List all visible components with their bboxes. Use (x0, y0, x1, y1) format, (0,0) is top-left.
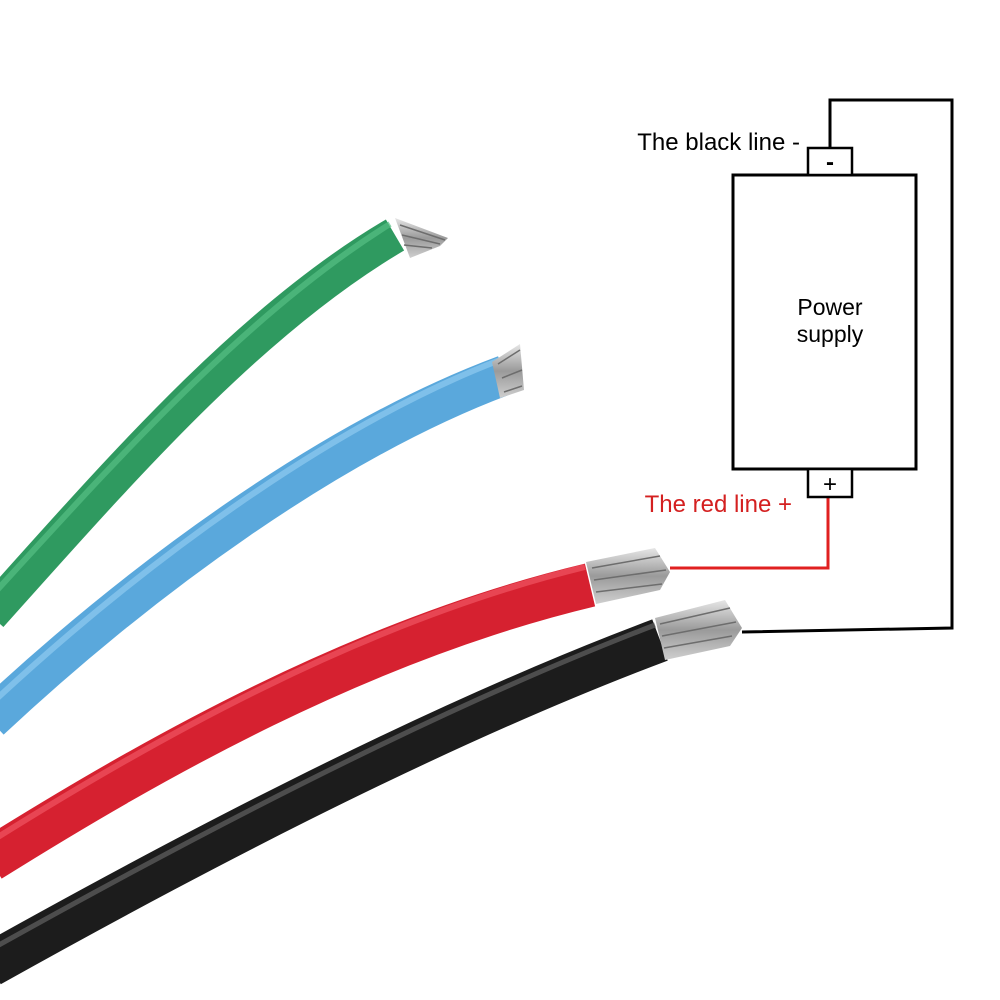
red-connection-line (670, 497, 830, 570)
negative-terminal (806, 146, 854, 177)
red-line-label: The red line + (645, 491, 792, 518)
positive-terminal-symbol: + (823, 471, 837, 498)
red-wire (0, 548, 670, 879)
black-wire (0, 600, 742, 985)
green-wire-strands (395, 218, 448, 258)
power-supply-box (731, 173, 918, 471)
black-connection-line (741, 98, 954, 634)
blue-wire (0, 344, 524, 735)
positive-terminal (806, 467, 854, 499)
red-wire-strands (586, 548, 670, 604)
power-supply-label-line1: Power (797, 294, 863, 320)
blue-wire-strands (492, 344, 524, 398)
power-supply-label-line2: supply (797, 321, 864, 347)
green-wire (0, 218, 448, 628)
negative-terminal-symbol: - (826, 149, 834, 176)
black-line-label: The black line - (637, 129, 800, 156)
black-wire-strands (655, 600, 742, 660)
